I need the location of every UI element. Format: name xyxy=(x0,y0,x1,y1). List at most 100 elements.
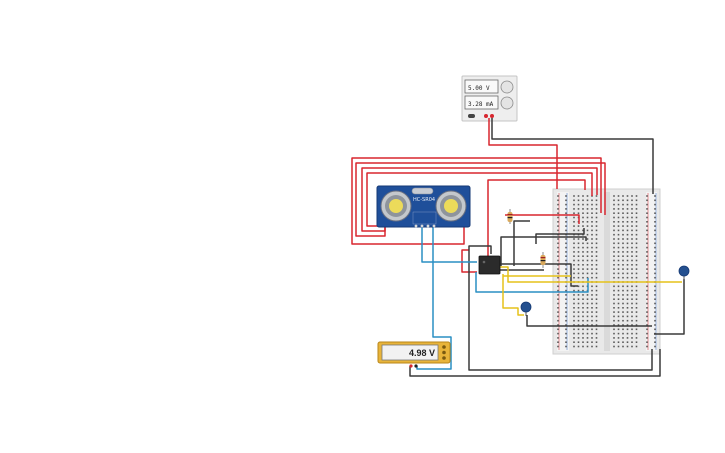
breadboard-hole[interactable] xyxy=(613,272,615,275)
breadboard-hole[interactable] xyxy=(626,341,629,343)
breadboard-hole[interactable] xyxy=(613,221,615,223)
breadboard-hole[interactable] xyxy=(626,298,629,300)
breadboard-hole[interactable] xyxy=(557,251,559,253)
breadboard-hole[interactable] xyxy=(635,315,638,318)
breadboard-hole[interactable] xyxy=(577,255,580,257)
breadboard-hole[interactable] xyxy=(591,242,593,245)
breadboard-hole[interactable] xyxy=(622,341,624,343)
breadboard-hole[interactable] xyxy=(622,311,624,313)
breadboard-hole[interactable] xyxy=(582,285,584,288)
breadboard-hole[interactable] xyxy=(613,255,615,257)
sensor-pin[interactable] xyxy=(420,224,424,228)
breadboard-hole[interactable] xyxy=(613,307,615,309)
breadboard-hole[interactable] xyxy=(631,199,633,202)
breadboard-hole[interactable] xyxy=(635,324,638,326)
breadboard-hole[interactable] xyxy=(631,268,633,270)
breadboard-hole[interactable] xyxy=(557,212,559,214)
breadboard-hole[interactable] xyxy=(582,319,584,322)
ultrasonic-sensor[interactable]: HC-SR04 xyxy=(376,185,471,228)
breadboard-hole[interactable] xyxy=(586,246,589,249)
breadboard-hole[interactable] xyxy=(557,341,559,343)
breadboard-hole[interactable] xyxy=(591,255,593,257)
breadboard-hole[interactable] xyxy=(631,225,633,227)
breadboard-hole[interactable] xyxy=(622,259,624,262)
red-wire[interactable] xyxy=(355,162,606,237)
breadboard-hole[interactable] xyxy=(626,276,629,279)
breadboard-hole[interactable] xyxy=(635,225,638,227)
breadboard-hole[interactable] xyxy=(631,324,633,326)
breadboard-hole[interactable] xyxy=(626,199,629,202)
breadboard-hole[interactable] xyxy=(595,319,598,322)
breadboard-hole[interactable] xyxy=(591,229,593,232)
breadboard-hole[interactable] xyxy=(595,315,598,318)
resistor[interactable] xyxy=(507,209,513,224)
sensor-pin[interactable] xyxy=(426,224,430,228)
breadboard-hole[interactable] xyxy=(557,294,559,296)
breadboard-hole[interactable] xyxy=(635,341,638,343)
breadboard-hole[interactable] xyxy=(577,276,580,279)
breadboard-hole[interactable] xyxy=(591,315,593,318)
breadboard-hole[interactable] xyxy=(654,328,656,331)
breadboard-hole[interactable] xyxy=(617,216,620,219)
breadboard-hole[interactable] xyxy=(565,264,567,266)
breadboard-hole[interactable] xyxy=(622,199,624,202)
breadboard-hole[interactable] xyxy=(582,221,584,223)
breadboard-hole[interactable] xyxy=(626,212,629,214)
breadboard-hole[interactable] xyxy=(654,212,656,214)
breadboard-hole[interactable] xyxy=(654,307,656,309)
breadboard-hole[interactable] xyxy=(595,203,598,206)
breadboard-hole[interactable] xyxy=(617,332,620,335)
breadboard-hole[interactable] xyxy=(622,298,624,300)
breadboard-hole[interactable] xyxy=(565,268,567,270)
breadboard-hole[interactable] xyxy=(626,272,629,275)
breadboard-hole[interactable] xyxy=(582,229,584,232)
breadboard-hole[interactable] xyxy=(631,229,633,232)
breadboard-hole[interactable] xyxy=(635,229,638,232)
breadboard-hole[interactable] xyxy=(626,315,629,318)
breadboard-hole[interactable] xyxy=(626,221,629,223)
breadboard-hole[interactable] xyxy=(586,199,589,202)
breadboard-hole[interactable] xyxy=(646,246,648,249)
breadboard-hole[interactable] xyxy=(646,294,648,296)
breadboard-hole[interactable] xyxy=(654,246,656,249)
breadboard-hole[interactable] xyxy=(646,195,648,197)
breadboard-hole[interactable] xyxy=(631,216,633,219)
breadboard-hole[interactable] xyxy=(573,225,575,227)
breadboard-hole[interactable] xyxy=(613,302,615,305)
breadboard-hole[interactable] xyxy=(635,251,638,253)
breadboard-hole[interactable] xyxy=(557,216,559,219)
breadboard-hole[interactable] xyxy=(586,332,589,335)
breadboard-hole[interactable] xyxy=(654,311,656,313)
breadboard-hole[interactable] xyxy=(617,251,620,253)
breadboard-hole[interactable] xyxy=(617,307,620,309)
breadboard-hole[interactable] xyxy=(595,242,598,245)
breadboard-hole[interactable] xyxy=(635,332,638,335)
breadboard-hole[interactable] xyxy=(573,276,575,279)
resistor[interactable] xyxy=(540,252,546,268)
breadboard-hole[interactable] xyxy=(622,229,624,232)
breadboard-hole[interactable] xyxy=(557,264,559,266)
breadboard-hole[interactable] xyxy=(591,337,593,339)
breadboard-hole[interactable] xyxy=(613,319,615,322)
breadboard-hole[interactable] xyxy=(646,276,648,279)
breadboard-hole[interactable] xyxy=(613,328,615,331)
breadboard-hole[interactable] xyxy=(573,294,575,296)
breadboard-hole[interactable] xyxy=(582,216,584,219)
breadboard-hole[interactable] xyxy=(577,302,580,305)
breadboard-hole[interactable] xyxy=(586,221,589,223)
breadboard-hole[interactable] xyxy=(573,298,575,300)
breadboard-hole[interactable] xyxy=(557,302,559,305)
breadboard-hole[interactable] xyxy=(573,345,575,348)
breadboard-hole[interactable] xyxy=(577,328,580,331)
breadboard-hole[interactable] xyxy=(565,289,567,292)
breadboard-hole[interactable] xyxy=(646,289,648,292)
breadboard-hole[interactable] xyxy=(586,294,589,296)
breadboard-hole[interactable] xyxy=(646,251,648,253)
breadboard-hole[interactable] xyxy=(654,337,656,339)
breadboard-hole[interactable] xyxy=(631,319,633,322)
breadboard-hole[interactable] xyxy=(573,251,575,253)
breadboard-hole[interactable] xyxy=(573,319,575,322)
breadboard-hole[interactable] xyxy=(622,319,624,322)
breadboard-hole[interactable] xyxy=(557,208,559,210)
breadboard-hole[interactable] xyxy=(591,221,593,223)
